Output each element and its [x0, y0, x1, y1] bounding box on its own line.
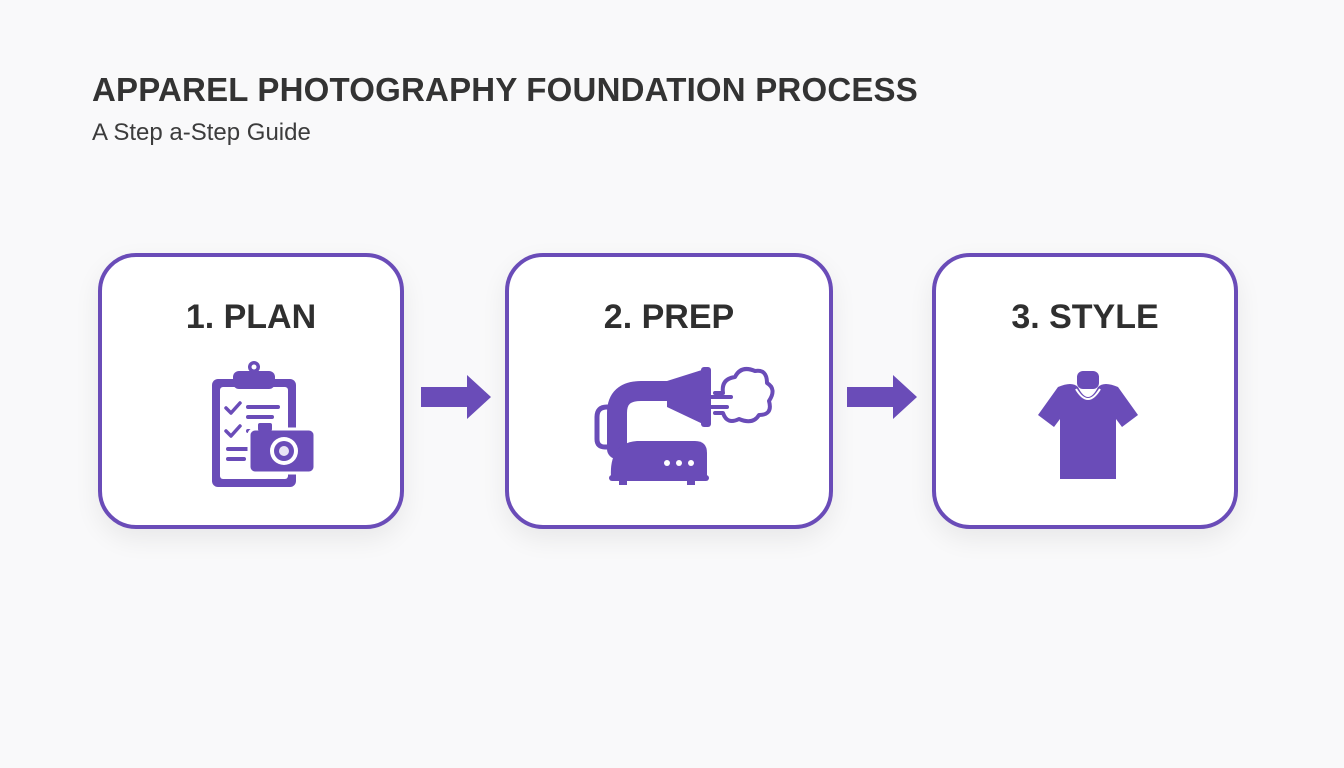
- step-label-style: 3. STYLE: [1011, 298, 1159, 336]
- step-label-prep: 2. PREP: [603, 298, 735, 336]
- page-title: APPAREL PHOTOGRAPHY FOUNDATION PROCESS: [92, 71, 918, 108]
- tshirt-mannequin-icon: [1038, 371, 1138, 479]
- step-card-style: 3. STYLE: [932, 253, 1238, 529]
- step-card-plan: 1. PLAN: [98, 253, 404, 529]
- step-card-prep: 2. PREP: [505, 253, 833, 529]
- arrow-right-icon: [847, 375, 917, 419]
- page-subtitle: A Step a-Step Guide: [92, 119, 311, 146]
- garment-steamer-icon: [594, 367, 775, 485]
- header: APPAREL PHOTOGRAPHY FOUNDATION PROCESS A…: [92, 70, 918, 148]
- arrow-right-icon: [421, 375, 491, 419]
- step-label-plan: 1. PLAN: [185, 298, 317, 336]
- clipboard-camera-icon: [212, 361, 317, 487]
